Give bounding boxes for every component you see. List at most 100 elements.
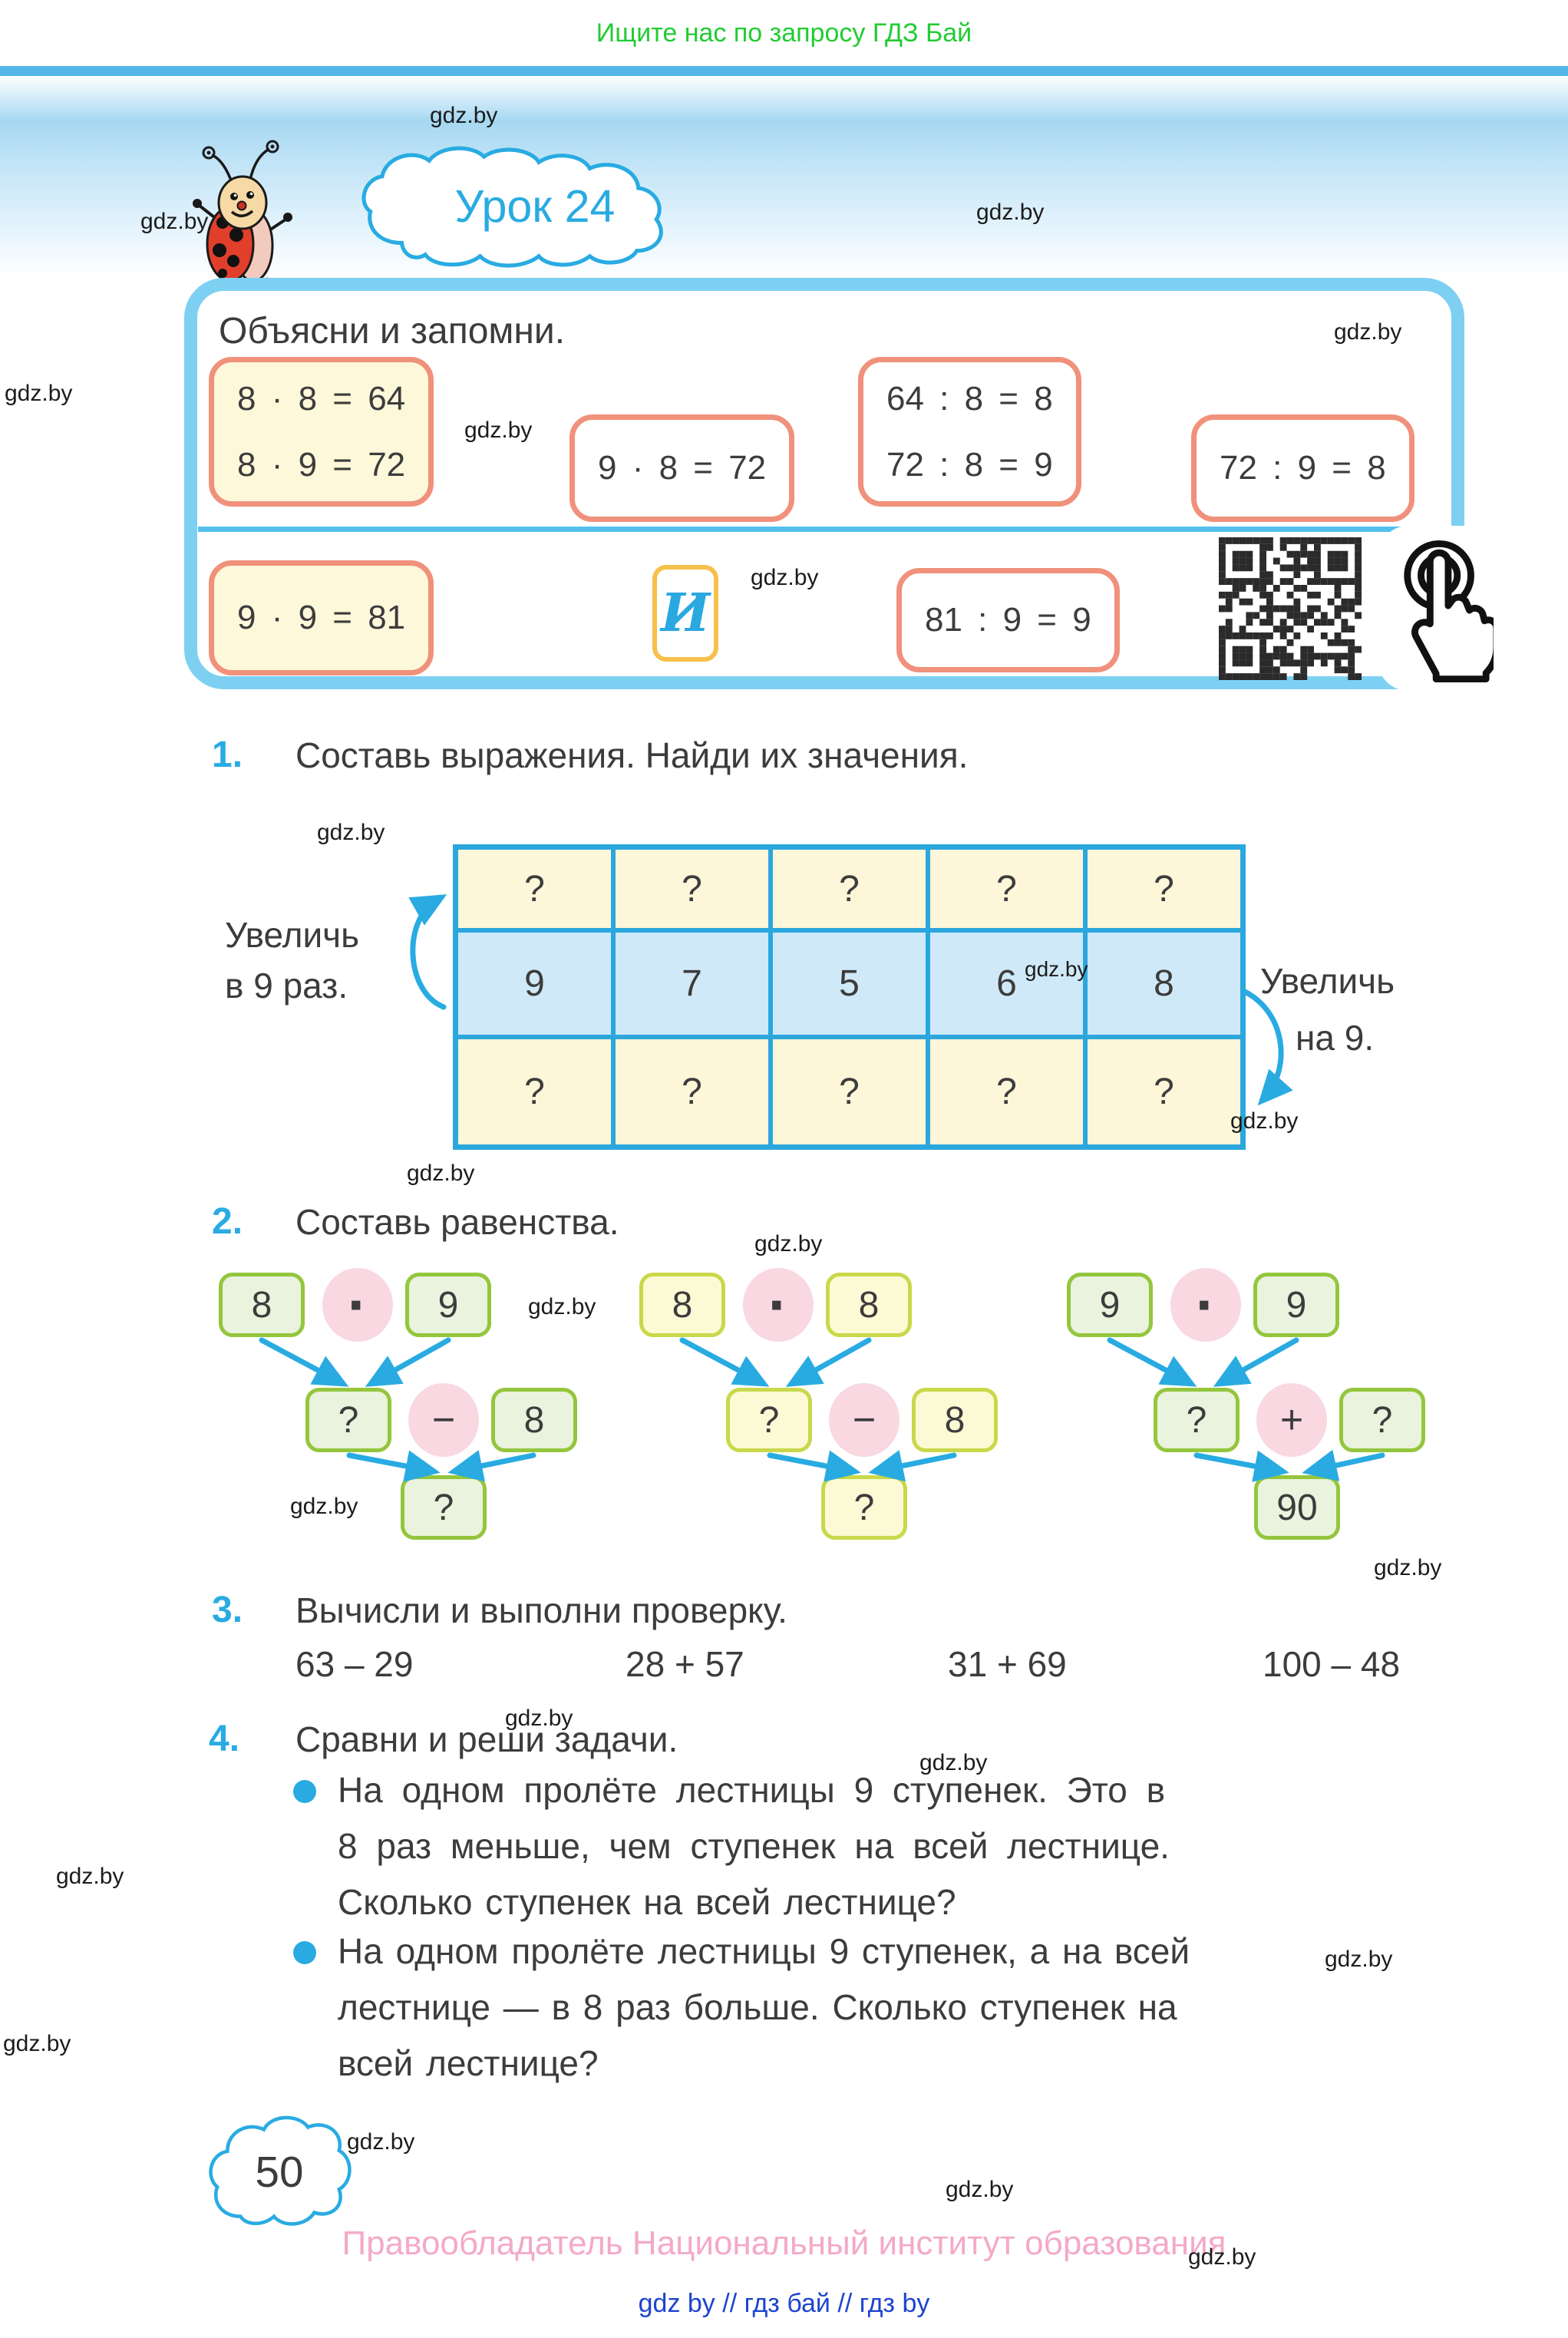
watermark: gdz.by <box>1325 1947 1393 1972</box>
ex3-title: Вычисли и выполни проверку. <box>295 1590 787 1630</box>
table-cell: ? <box>456 847 613 930</box>
diagram-node: 8 <box>826 1273 912 1337</box>
table-cell: 7 <box>613 930 771 1037</box>
diagram-node: 8 <box>491 1388 577 1452</box>
diagram-node: 8 <box>912 1388 998 1452</box>
watermark: gdz.by <box>56 1864 124 1889</box>
diagram-node: ? <box>1154 1388 1240 1452</box>
table-cell: ? <box>1085 847 1243 930</box>
task1-line: 8 раз меньше, чем ступенек на всей лестн… <box>338 1826 1170 1866</box>
watermark: gdz.by <box>407 1161 475 1186</box>
watermark: gdz.by <box>140 209 209 234</box>
top-banner: Ищите нас по запросу ГДЗ Бай <box>0 0 1568 66</box>
bullet-icon <box>293 1941 316 1964</box>
diagram-result-node: 90 <box>1254 1475 1340 1540</box>
table-cell: ? <box>1085 1037 1243 1147</box>
ex3-expression: 100 – 48 <box>1263 1644 1401 1684</box>
diagram-node: ? <box>305 1388 391 1452</box>
watermark: gdz.by <box>946 2177 1014 2202</box>
task1-line: Сколько ступенек на всей лестнице? <box>338 1882 956 1922</box>
ex2-title: Составь равенства. <box>295 1202 619 1242</box>
equation-group-1: 8 · 8 = 64 8 · 9 = 72 <box>209 357 434 507</box>
watermark: gdz.by <box>3 2031 71 2056</box>
table-row: ? ? ? ? ? <box>456 1037 1243 1147</box>
ex2-number: 2. <box>212 1201 243 1242</box>
equation-group-2: 9 · 8 = 72 <box>569 414 795 522</box>
table-cell: 9 <box>456 930 613 1037</box>
diagram-result-node: ? <box>401 1475 487 1540</box>
equation: 9 · 9 = 81 <box>237 599 406 636</box>
qr-code[interactable] <box>1219 537 1362 680</box>
watermark: gdz.by <box>1334 319 1402 345</box>
watermark: gdz.by <box>347 2129 415 2155</box>
ex1-right-label-line1: Увеличь <box>1260 961 1395 1001</box>
task2-line: На одном пролёте лестницы 9 ступенек, а … <box>338 1931 1190 1971</box>
ex4-title: Сравни и реши задачи. <box>295 1719 678 1759</box>
equation-group-5: 9 · 9 = 81 <box>209 560 434 675</box>
lesson-title-cloud: Урок 24 <box>347 144 723 271</box>
rules-panel-divider <box>198 527 1452 532</box>
tap-hand-icon[interactable] <box>1395 536 1494 688</box>
footer-links[interactable]: gdz by // гдз бай // гдз by <box>638 2289 930 2318</box>
table-row: 9 7 5 6 8 <box>456 930 1243 1037</box>
top-banner-text: Ищите нас по запросу ГДЗ Бай <box>596 18 972 48</box>
watermark: gdz.by <box>919 1750 988 1775</box>
table-cell: ? <box>928 1037 1085 1147</box>
watermark: gdz.by <box>290 1494 358 1519</box>
equation: 9 · 8 = 72 <box>598 449 767 487</box>
watermark: gdz.by <box>1025 957 1088 981</box>
equation: 72 : 9 = 8 <box>1220 449 1386 487</box>
watermark: gdz.by <box>505 1706 573 1731</box>
ex3-expression: 31 + 69 <box>948 1644 1067 1684</box>
minus-operator: − <box>829 1383 900 1457</box>
table-cell: ? <box>928 847 1085 930</box>
watermark: gdz.by <box>976 200 1045 225</box>
svg-text:Урок 24: Урок 24 <box>455 180 616 232</box>
table-cell: ? <box>771 847 928 930</box>
cursive-letter-i: И <box>660 583 711 644</box>
watermark: gdz.by <box>5 381 73 406</box>
table-cell: ? <box>456 1037 613 1147</box>
watermark: gdz.by <box>464 418 533 443</box>
diagram-node: 8 <box>639 1273 725 1337</box>
table-cell: 5 <box>771 930 928 1037</box>
task1-line: На одном пролёте лестницы 9 ступенек. Эт… <box>338 1770 1166 1810</box>
equation: 8 · 8 = 64 <box>237 379 406 418</box>
task2-line: всей лестнице? <box>338 2043 599 2083</box>
table-cell: ? <box>613 847 771 930</box>
diagram-node: ? <box>1339 1388 1425 1452</box>
watermark: gdz.by <box>317 820 385 845</box>
ex1-table: ? ? ? ? ? 9 7 5 6 8 ? ? ? ? ? <box>453 844 1246 1150</box>
page-number-cloud: 50 <box>206 2100 353 2240</box>
diagram-result-node: ? <box>821 1475 907 1540</box>
ex1-number: 1. <box>212 735 243 775</box>
table-cell: 8 <box>1085 930 1243 1037</box>
watermark: gdz.by <box>1374 1555 1442 1580</box>
plus-operator: + <box>1256 1383 1327 1457</box>
diagram-node: 9 <box>405 1273 491 1337</box>
watermark: gdz.by <box>754 1231 823 1257</box>
minus-operator: − <box>408 1383 479 1457</box>
watermark: gdz.by <box>528 1294 596 1319</box>
watermark: gdz.by <box>1188 2244 1256 2270</box>
page-number: 50 <box>256 2148 304 2196</box>
ex1-right-label-line2: на 9. <box>1296 1018 1375 1058</box>
equation-group-4: 72 : 9 = 8 <box>1191 414 1415 522</box>
watermark: gdz.by <box>751 565 819 590</box>
ex3-number: 3. <box>212 1590 243 1630</box>
watermark: gdz.by <box>1230 1108 1299 1134</box>
table-cell: ? <box>771 1037 928 1147</box>
diagram-node: 9 <box>1253 1273 1339 1337</box>
diagram-node: ? <box>726 1388 812 1452</box>
equation-group-6: 81 : 9 = 9 <box>896 568 1120 672</box>
cursive-letter-box: И <box>652 565 718 662</box>
equation: 8 · 9 = 72 <box>237 445 406 484</box>
watermark: gdz.by <box>430 103 498 128</box>
table-cell: ? <box>613 1037 771 1147</box>
rules-title: Объясни и запомни. <box>219 311 566 352</box>
ex1-left-label-line1: Увеличь <box>225 915 360 955</box>
equation: 72 : 8 = 9 <box>886 445 1053 484</box>
ex3-expression: 28 + 57 <box>626 1644 744 1684</box>
equation-group-3: 64 : 8 = 8 72 : 8 = 9 <box>858 357 1081 507</box>
